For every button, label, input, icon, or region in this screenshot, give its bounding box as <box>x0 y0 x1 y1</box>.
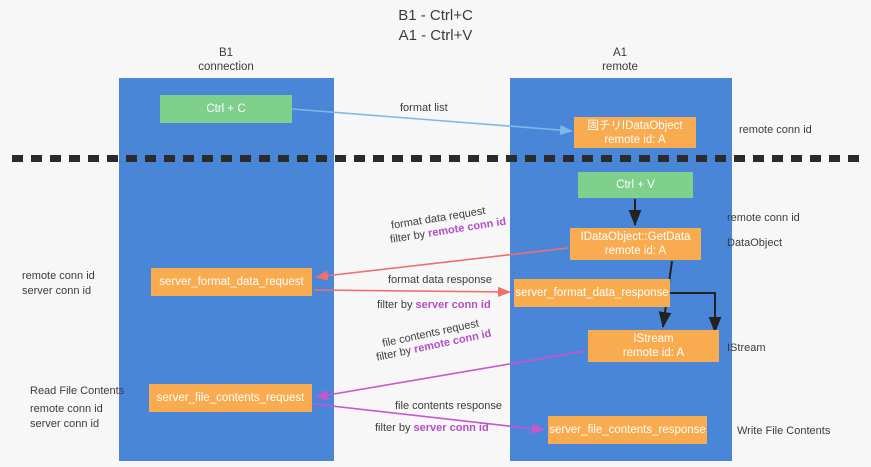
edge-label-fdresp-filter-key: server conn id <box>415 299 491 311</box>
column-header-a1: A1 remote <box>540 46 700 74</box>
annotation-left-server-conn-id-2: server conn id <box>30 418 100 430</box>
node-idataobject-line1: 固チリIDataObject <box>587 119 683 132</box>
edge-label-fdresp-filter-prefix: filter by <box>377 299 416 311</box>
node-ctrl-v[interactable]: Ctrl + V <box>578 172 693 198</box>
node-istream[interactable]: IStream remote id: A <box>588 330 719 362</box>
node-idataobject-getdata[interactable]: IDataObject::GetData remote id: A <box>570 228 701 260</box>
edge-label-file-contents-response: file contents response <box>395 399 502 413</box>
phase-divider <box>12 155 859 162</box>
annotation-left-remote-conn-id-1: remote conn id <box>22 270 95 282</box>
arrow-format-data-response <box>313 286 511 297</box>
node-server-file-contents-request-label: server_file_contents_request <box>156 392 305 404</box>
node-server-format-data-response-label: server_format_data_response <box>515 287 669 299</box>
annotation-right-top-remote-conn-id: remote conn id <box>739 124 812 136</box>
annotation-right-dataobject: DataObject <box>727 237 783 249</box>
annotation-left-remote-conn-id-2: remote conn id <box>30 403 103 415</box>
title-line-2: A1 - Ctrl+V <box>398 27 473 44</box>
edge-label-file-contents-response-filter: filter by server conn id <box>375 421 489 435</box>
title-line-1: B1 - Ctrl+C <box>398 7 473 24</box>
annotation-left-read-file-contents: Read File Contents <box>30 385 125 397</box>
annotation-left-server-conn-id-1: server conn id <box>22 285 92 297</box>
node-server-file-contents-request[interactable]: server_file_contents_request <box>149 384 312 412</box>
annotation-right-mid-remote-conn-id: remote conn id <box>727 212 800 224</box>
edge-label-format-data-response-text: format data response <box>388 274 492 286</box>
column-header-b1: B1 connection <box>146 46 306 74</box>
column-a1-role: remote <box>602 61 638 73</box>
edge-label-format-data-response: format data response <box>388 273 492 287</box>
node-ctrl-c-label: Ctrl + C <box>206 103 246 115</box>
node-server-format-data-request[interactable]: server_format_data_request <box>151 268 312 296</box>
node-ctrl-c[interactable]: Ctrl + C <box>160 95 292 123</box>
node-istream-line2: remote id: A <box>622 347 685 359</box>
node-getdata-line2: remote id: A <box>604 245 667 257</box>
node-server-format-data-request-label: server_format_data_request <box>159 276 304 288</box>
annotation-right-write-file-contents: Write File Contents <box>737 425 831 437</box>
edge-label-fcresp-filter-key: server conn id <box>413 422 489 434</box>
edge-label-format-list: format list <box>400 101 448 115</box>
node-server-file-contents-response[interactable]: server_file_contents_response <box>548 416 707 444</box>
node-istream-line1: IStream <box>633 333 674 345</box>
column-a1-name: A1 <box>612 47 628 59</box>
node-ctrl-v-label: Ctrl + V <box>616 179 655 191</box>
page-title: B1 - Ctrl+C A1 - Ctrl+V <box>0 6 871 46</box>
edge-label-file-contents-response-text: file contents response <box>395 400 503 412</box>
column-b1-role: connection <box>198 61 254 73</box>
edge-label-fcr-filter-prefix: filter by <box>375 343 416 364</box>
node-idataobject-line2: remote id: A <box>604 133 666 146</box>
node-server-file-contents-response-label: server_file_contents_response <box>549 424 706 436</box>
node-getdata-line1: IDataObject::GetData <box>580 231 691 243</box>
node-idataobject-remote[interactable]: 固チリIDataObject remote id: A <box>574 117 696 148</box>
annotation-right-istream: IStream <box>727 342 766 354</box>
edge-label-fcresp-filter-prefix: filter by <box>375 422 414 434</box>
edge-label-format-list-text: format list <box>400 102 448 114</box>
node-server-format-data-response[interactable]: server_format_data_response <box>514 279 670 307</box>
column-b1-name: B1 <box>218 47 234 59</box>
edge-label-format-data-response-filter: filter by server conn id <box>377 298 491 312</box>
